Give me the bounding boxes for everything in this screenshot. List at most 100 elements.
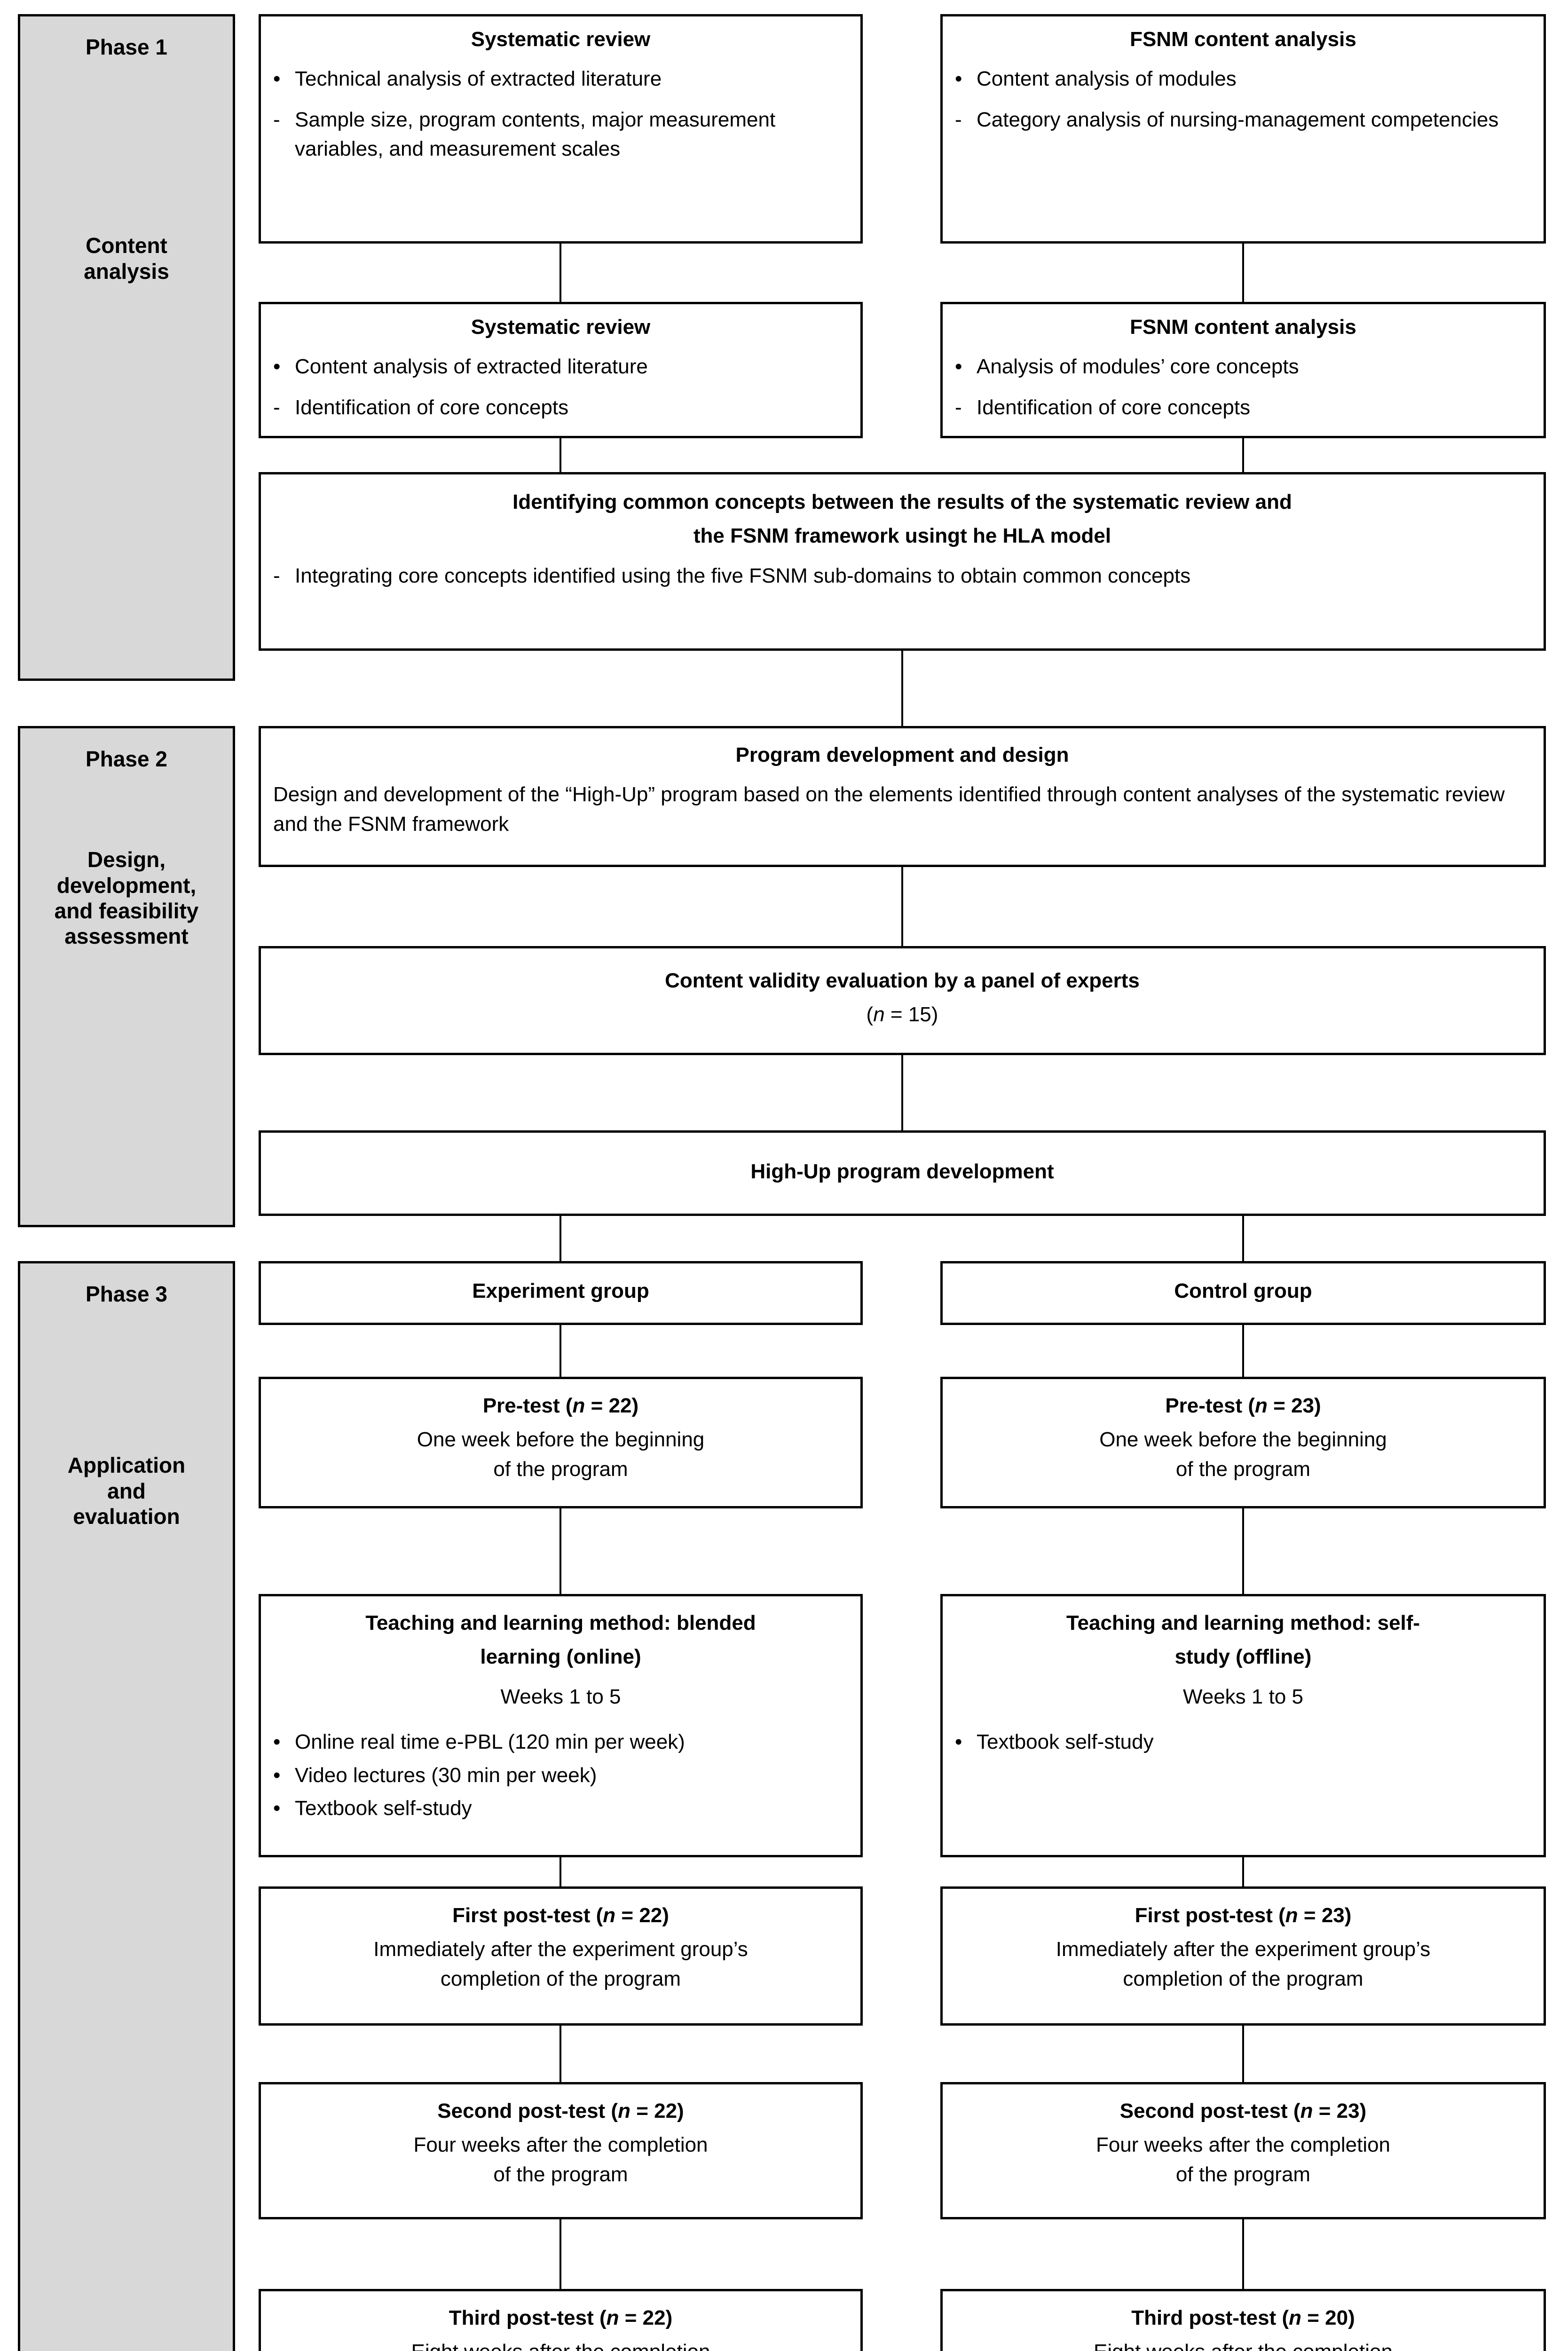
weeks-line: Weeks 1 to 5: [1183, 1685, 1303, 1708]
n-symbol: n: [1285, 1904, 1298, 1927]
list-item-text: Sample size, program contents, major mea…: [295, 108, 776, 161]
phase-1-title: Phase 1: [86, 35, 167, 59]
dash-marker: -: [273, 395, 280, 419]
dash-marker: -: [955, 108, 962, 131]
connector-sr1-to-sr2: [559, 244, 561, 302]
box-systematic-review-2: Systematic review • Content analysis of …: [259, 302, 863, 438]
paren-open: (: [866, 1003, 874, 1026]
box-fsnm-content-analysis-2: FSNM content analysis • Analysis of modu…: [940, 302, 1546, 438]
detail-line: of the program: [1175, 2162, 1311, 2186]
detail-line: Four weeks after the completion: [1095, 2133, 1391, 2157]
list-item: • Video lectures (30 min per week): [273, 1761, 848, 1790]
title-prefix: Third post-test (: [449, 2306, 607, 2329]
list-item: - Category analysis of nursing-managemen…: [955, 105, 1531, 134]
n-symbol: n: [1255, 1394, 1268, 1417]
title-prefix: Third post-test (: [1131, 2306, 1289, 2329]
list-item-text: Identification of core concepts: [295, 395, 569, 419]
title-prefix: Pre-test (: [1165, 1394, 1255, 1417]
detail-line: completion of the program: [440, 1967, 681, 1990]
list-item: - Sample size, program contents, major m…: [273, 105, 848, 164]
box-title-line-1: Identifying common concepts between the …: [512, 490, 1292, 513]
n-value: = 22): [585, 1394, 639, 1417]
title-prefix: Second post-test (: [1119, 2099, 1300, 2122]
box-title: First post-test (n = 23): [955, 1901, 1531, 1930]
detail-line: of the program: [1175, 1457, 1311, 1481]
n-value: = 23): [1267, 1394, 1321, 1417]
box-control-pre-test: Pre-test (n = 23) One week before the be…: [940, 1377, 1546, 1508]
bullet-list: - Integrating core concepts identified u…: [273, 561, 1531, 591]
detail-line: Eight weeks after the completion: [955, 2337, 1531, 2351]
box-title: Systematic review: [471, 28, 651, 51]
n-symbol: n: [873, 1003, 885, 1026]
detail-line: of the program: [493, 2162, 628, 2186]
sample-size-line: (n = 15): [273, 1000, 1531, 1029]
connector-exp-method-to-post1: [559, 1857, 561, 1886]
box-title: Program development and design: [735, 743, 1069, 766]
list-item-text: Category analysis of nursing-management …: [977, 108, 1499, 131]
detail-line: One week before the beginning: [1099, 1428, 1387, 1452]
list-item: • Technical analysis of extracted litera…: [273, 64, 848, 94]
list-item: - Identification of core concepts: [273, 393, 848, 422]
detail-line: of the program: [493, 1457, 628, 1481]
bullet-marker: •: [273, 1763, 281, 1787]
box-experiment-teaching-method: Teaching and learning method: blended le…: [259, 1594, 863, 1857]
box-experiment-second-post-test: Second post-test (n = 22) Four weeks aft…: [259, 2082, 863, 2219]
box-title-line-2: the FSNM framework usingt he HLA model: [693, 524, 1111, 548]
box-title-line-1: Teaching and learning method: blended: [365, 1611, 756, 1634]
connector-ctl-post2-to-post3: [1242, 2219, 1244, 2289]
connector-exp-pretest-to-method: [559, 1508, 561, 1594]
box-title: Pre-test (n = 23): [955, 1391, 1531, 1420]
connector-exp-post2-to-post3: [559, 2219, 561, 2289]
connector-ctl-post1-to-post2: [1242, 2026, 1244, 2082]
box-systematic-review-1: Systematic review • Technical analysis o…: [259, 14, 863, 244]
connector-highup-to-control: [1242, 1216, 1244, 1261]
list-item-text: Content analysis of extracted literature: [295, 355, 648, 379]
phase-1-label-block: Phase 1 Content analysis: [18, 14, 235, 681]
detail-line: Immediately after the experiment group’s: [1056, 1938, 1431, 1961]
list-item: • Content analysis of extracted literatu…: [273, 352, 848, 381]
phase-3-title: Phase 3: [86, 1282, 167, 1306]
connector-dev-to-validity: [901, 867, 903, 946]
list-item: • Textbook self-study: [273, 1794, 848, 1823]
bullet-list: • Content analysis of extracted literatu…: [273, 352, 848, 422]
bullet-marker: •: [955, 67, 962, 91]
box-control-group: Control group: [940, 1261, 1546, 1325]
list-item: - Identification of core concepts: [955, 393, 1531, 422]
list-item-text: Online real time e-PBL (120 min per week…: [295, 1730, 685, 1754]
list-item-text: Analysis of modules’ core concepts: [977, 355, 1299, 379]
dash-marker: -: [955, 395, 962, 419]
connector-highup-to-experiment: [559, 1216, 561, 1261]
box-program-development-and-design: Program development and design Design an…: [259, 726, 1546, 867]
connector-fsnm1-to-fsnm2: [1242, 244, 1244, 302]
n-symbol: n: [618, 2099, 630, 2122]
bullet-list: • Technical analysis of extracted litera…: [273, 64, 848, 164]
weeks-line: Weeks 1 to 5: [500, 1685, 621, 1708]
bullet-marker: •: [273, 355, 281, 379]
box-title: Second post-test (n = 22): [273, 2097, 848, 2126]
list-item: • Online real time e-PBL (120 min per we…: [273, 1728, 848, 1757]
list-item-text: Textbook self-study: [295, 1797, 472, 1820]
box-control-second-post-test: Second post-test (n = 23) Four weeks aft…: [940, 2082, 1546, 2219]
connector-sr2-to-common: [559, 438, 561, 472]
connector-ctlgroup-to-pretest: [1242, 1325, 1244, 1377]
connector-exp-post1-to-post2: [559, 2026, 561, 2082]
connector-ctl-pretest-to-method: [1242, 1508, 1244, 1594]
n-value: = 23): [1298, 1904, 1352, 1927]
n-symbol: n: [1300, 2099, 1313, 2122]
phase-2-subtitle: Design, development, and feasibility ass…: [54, 847, 199, 949]
box-title: Systematic review: [471, 316, 651, 339]
n-symbol: n: [606, 2306, 619, 2329]
box-body-text: Design and development of the “High-Up” …: [273, 783, 1505, 836]
box-control-third-post-test: Third post-test (n = 20) Eight weeks aft…: [940, 2289, 1546, 2351]
bullet-list: • Online real time e-PBL (120 min per we…: [273, 1728, 848, 1823]
bullet-list: • Content analysis of modules - Category…: [955, 64, 1531, 134]
box-experiment-group: Experiment group: [259, 1261, 863, 1325]
detail-line: Immediately after the experiment group’s: [373, 1938, 748, 1961]
list-item-text: Identification of core concepts: [977, 395, 1251, 419]
box-title: Experiment group: [472, 1279, 649, 1302]
connector-expgroup-to-pretest: [559, 1325, 561, 1377]
n-value: = 22): [619, 2306, 673, 2329]
box-title-line-2: study (offline): [1174, 1645, 1312, 1669]
list-item-text: Integrating core concepts identified usi…: [295, 564, 1191, 587]
